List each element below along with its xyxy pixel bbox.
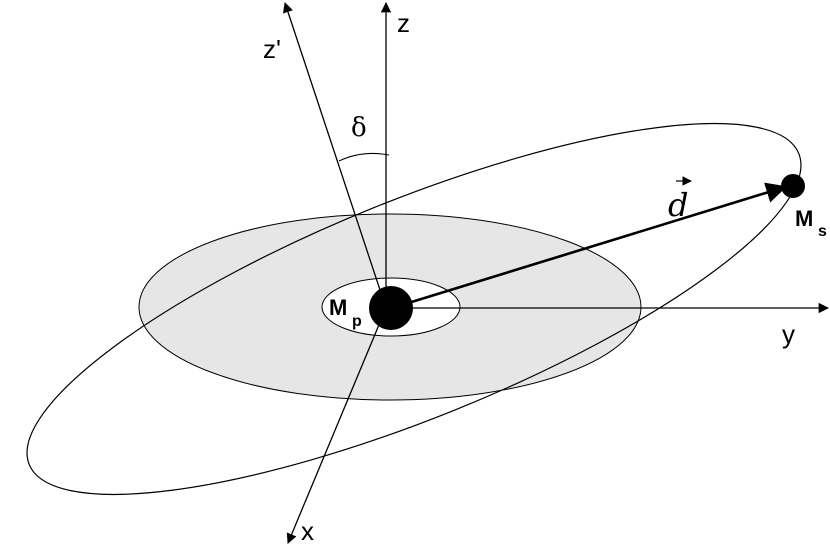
z-prime-axis <box>283 2 387 309</box>
delta-label: δ <box>351 113 367 143</box>
secondary-mass <box>781 174 805 198</box>
separation-vector <box>391 182 787 310</box>
secondary-orbit <box>26 122 802 496</box>
primary-mass <box>369 286 413 330</box>
x-axis-label: x <box>301 516 314 546</box>
z-prime-axis-label: z' <box>263 34 281 64</box>
accretion-disk <box>138 213 642 401</box>
secondary-mass-subscript: s <box>818 223 827 240</box>
z-axis-label: z <box>397 8 410 38</box>
secondary-mass-label: M <box>795 206 813 231</box>
primary-mass-label: M <box>329 295 347 320</box>
x-axis <box>286 307 387 544</box>
delta-angle-arc <box>338 153 390 162</box>
y-axis-label: y <box>782 319 795 349</box>
primary-mass-subscript: p <box>352 313 362 330</box>
separation-vector-label: d <box>668 186 688 224</box>
